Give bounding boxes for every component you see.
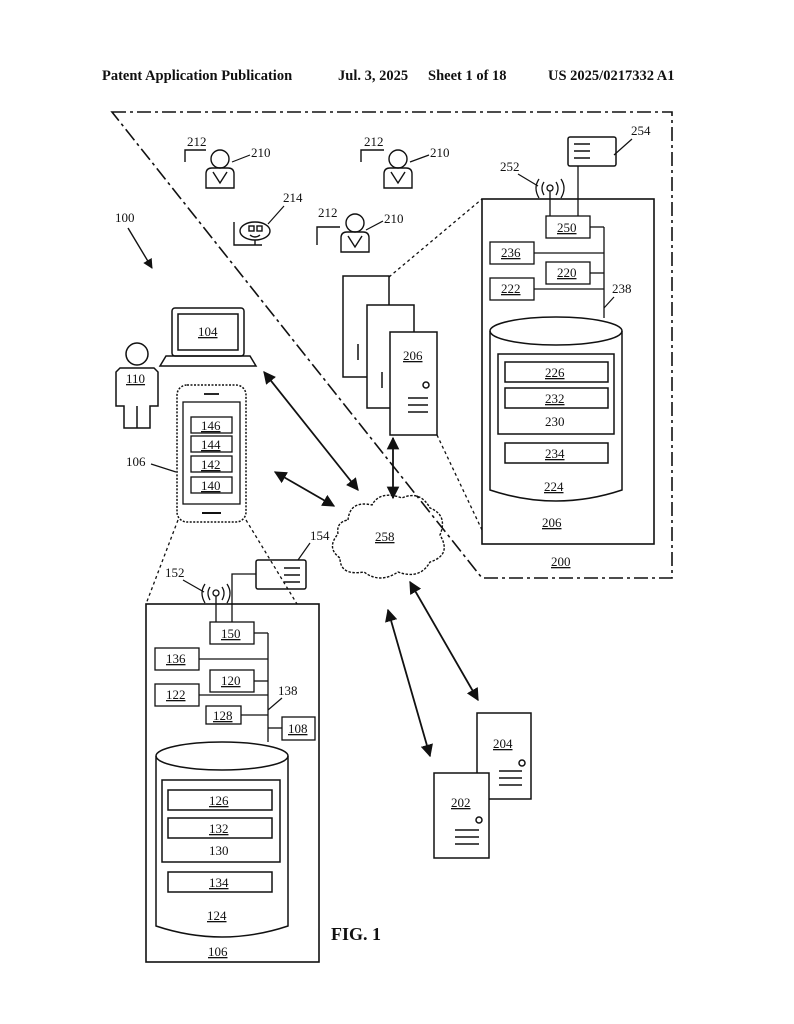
page-header: Patent Application Publication Jul. 3, 2… [0,68,794,88]
ref-110: 110 [126,371,145,386]
ref-130: 130 [209,843,229,858]
server-206-box [481,198,655,545]
ref-108: 108 [288,721,308,736]
ref-104: 104 [198,324,218,339]
ref-232: 232 [545,391,565,406]
server-202-icon [433,772,490,859]
antenna-252-icon [535,178,565,216]
server-206-components [489,215,605,318]
ref-214: 214 [283,190,303,205]
sheet-number: Sheet 1 of 18 [428,68,507,84]
ref-146: 146 [201,418,221,433]
system-200-boundary [110,111,673,579]
ref-230: 230 [545,414,565,429]
ref-202: 202 [451,795,471,810]
ref-126: 126 [209,793,229,808]
ref-222: 222 [501,281,521,296]
operator-210-icon-c [316,213,370,253]
ref-238: 238 [612,281,632,296]
ref-142: 142 [201,457,221,472]
ref-206-server: 206 [403,348,423,363]
ref-250: 250 [557,220,577,235]
ref-122: 122 [166,687,186,702]
peripheral-254-icon [567,136,617,167]
ref-206-box: 206 [542,515,562,530]
operator-210-icon-b [360,149,413,189]
ref-204: 204 [493,736,513,751]
storage-224-cylinder [489,316,623,502]
ref-120: 120 [221,673,241,688]
ref-138: 138 [278,683,298,698]
ref-224: 224 [544,479,564,494]
server-206-rack [342,275,438,436]
ref-210-a: 210 [251,145,271,160]
antenna-152-icon [201,583,231,622]
robot-214-icon [233,221,271,246]
ref-136: 136 [166,651,186,666]
ref-150: 150 [221,626,241,641]
laptop-104-icon [158,307,258,367]
ref-226: 226 [545,365,565,380]
device-106-components [154,621,316,742]
ref-258: 258 [375,529,395,544]
ref-154: 154 [310,528,330,543]
ref-234: 234 [545,446,565,461]
ref-132: 132 [209,821,229,836]
ref-210-c: 210 [384,211,404,226]
ref-128: 128 [213,708,233,723]
ref-220: 220 [557,265,577,280]
ref-106-box: 106 [208,944,228,959]
ref-124: 124 [207,908,227,923]
figure-label: FIG. 1 [331,924,381,944]
storage-124-cylinder [155,741,289,938]
ref-212-a: 212 [187,134,207,149]
ref-212-b: 212 [364,134,384,149]
ref-254: 254 [631,123,651,138]
ref-140: 140 [201,478,221,493]
mobile-device-106 [176,384,247,523]
publication-title: Patent Application Publication [102,68,293,84]
ref-210-b: 210 [430,145,450,160]
user-110-icon [115,342,159,429]
ref-200: 200 [551,554,571,569]
ref-144: 144 [201,437,221,452]
network-258-cloud [331,494,445,579]
ref-134: 134 [209,875,229,890]
ref-252: 252 [500,159,520,174]
ref-212-c: 212 [318,205,338,220]
ref-100: 100 [115,210,135,225]
ref-152: 152 [165,565,185,580]
publication-date: Jul. 3, 2025 [338,68,409,84]
operator-210-icon-a [184,149,235,189]
ref-236: 236 [501,245,521,260]
ref-106-phone: 106 [126,454,146,469]
peripheral-154-icon [255,559,307,590]
publication-number: US 2025/0217332 A1 [548,68,675,84]
